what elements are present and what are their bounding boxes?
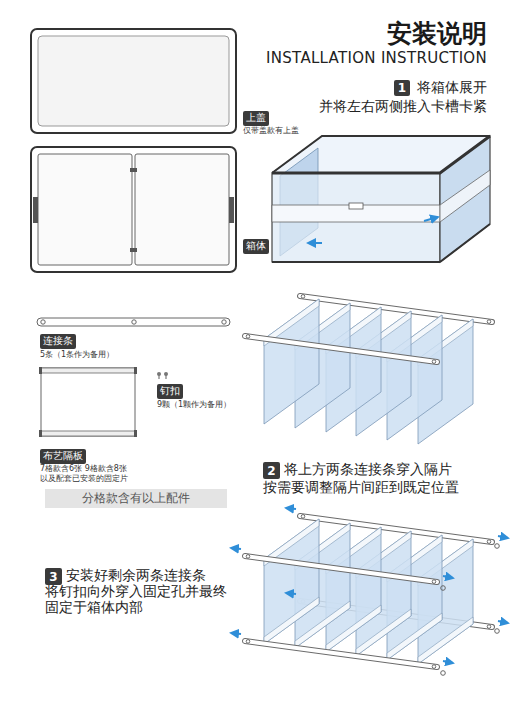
fixing-cap — [39, 430, 42, 437]
divider-panel — [264, 519, 319, 644]
part-badge: 箱体 — [243, 239, 269, 254]
pin-arrow — [443, 661, 453, 663]
step-instruction: 将箱体展开 并将左右两侧推入卡槽卡紧 — [299, 78, 487, 116]
pin — [495, 629, 500, 634]
strip-hole — [132, 320, 136, 324]
bottom-panel — [135, 154, 229, 265]
subtitle: INSTALLATION INSTRUCTION — [237, 49, 487, 67]
pin-icon — [165, 374, 166, 379]
fixing-piece — [41, 368, 135, 373]
push-arrow — [424, 217, 438, 221]
pin-arrow — [231, 633, 241, 634]
pin — [495, 544, 500, 549]
node-text: 1 — [398, 81, 406, 95]
box-base — [440, 224, 490, 262]
pin-arrow — [498, 536, 508, 538]
rod — [245, 556, 437, 582]
node-text: 2 — [267, 464, 275, 478]
rod-hole — [301, 515, 305, 519]
fixing-cap — [134, 367, 137, 374]
pin-arrow — [231, 548, 241, 549]
strip-hole — [41, 320, 45, 324]
part-badge: 连接条 — [40, 334, 76, 349]
fixing-piece — [41, 431, 135, 436]
rod-hole — [432, 665, 436, 669]
box-band — [440, 170, 490, 222]
node-text: 布艺隔板 — [43, 450, 83, 463]
note-band: 分格款含有以上配件 — [45, 489, 227, 508]
rod-hole — [487, 625, 491, 629]
pin-arrow — [286, 508, 296, 509]
bottom-panel — [38, 154, 132, 265]
box-front-face — [272, 173, 440, 262]
page-title: 安装说明 — [280, 17, 487, 50]
strip-hole — [222, 320, 226, 324]
rod-outline — [245, 641, 437, 667]
box-bottom-outline — [31, 147, 236, 272]
pin-arrow — [443, 576, 453, 578]
node-text: 3 — [49, 570, 57, 584]
rod-hole — [487, 540, 491, 544]
part-note: 7格款含6张 9格款含8张 以及配套已安装的固定片 — [40, 464, 152, 484]
pin — [441, 586, 446, 591]
pin-arrow — [498, 621, 508, 623]
step-instruction: 安装好剩余两条连接条 将钉扣向外穿入固定孔并最终 固定于箱体内部 — [45, 567, 227, 615]
node-text: 箱体 — [246, 240, 266, 253]
rod-outline — [245, 556, 437, 582]
node-text: 连接条 — [43, 335, 73, 348]
box-base — [272, 261, 440, 263]
rod-outline — [245, 336, 437, 362]
fixing-cap — [134, 430, 137, 437]
lid-outline — [31, 29, 236, 133]
part-note: 5条（1条作为备用） — [40, 349, 114, 360]
rod-hole — [432, 580, 436, 584]
divider-panel — [264, 299, 319, 424]
part-badge: 上盖 — [243, 111, 269, 126]
rod-hole — [432, 360, 436, 364]
pin-icon — [158, 374, 159, 379]
part-note: 仅带盖款有上盖 — [243, 126, 299, 136]
node-text: 钉扣 — [160, 385, 180, 398]
box-rim — [272, 136, 490, 173]
node-text: 分格款含有以上配件 — [82, 490, 190, 507]
pin-arrow — [286, 593, 296, 594]
hinge-mark — [130, 168, 137, 172]
rod-hole — [301, 295, 305, 299]
part-badge: 布艺隔板 — [40, 449, 86, 464]
push-arrow — [308, 242, 322, 244]
fabric-divider — [41, 368, 135, 436]
step-badge: 1 — [394, 80, 410, 96]
part-badge: 钉扣 — [157, 384, 183, 399]
step-badge: 2 — [263, 462, 280, 479]
rod-hole — [487, 320, 491, 324]
hinge-mark — [130, 248, 137, 252]
step-badge: 3 — [45, 568, 62, 585]
handle — [33, 197, 38, 223]
node-text: 上盖 — [246, 112, 266, 125]
rod-hole — [246, 335, 250, 339]
pin — [441, 671, 446, 676]
latch — [349, 203, 363, 209]
box-rim — [272, 136, 490, 173]
handle — [229, 197, 234, 223]
rod — [245, 641, 437, 667]
rod-hole — [246, 555, 250, 559]
lid-inner — [38, 36, 229, 126]
rod-hole — [246, 640, 250, 644]
rod — [245, 336, 437, 362]
step-instruction: 将上方两条连接条穿入隔片 按需要调整隔片间距到既定位置 — [263, 460, 468, 496]
fixing-cap — [39, 367, 42, 374]
connecting-strip — [37, 318, 230, 326]
part-note: 9颗（1颗作为备用） — [157, 399, 231, 410]
